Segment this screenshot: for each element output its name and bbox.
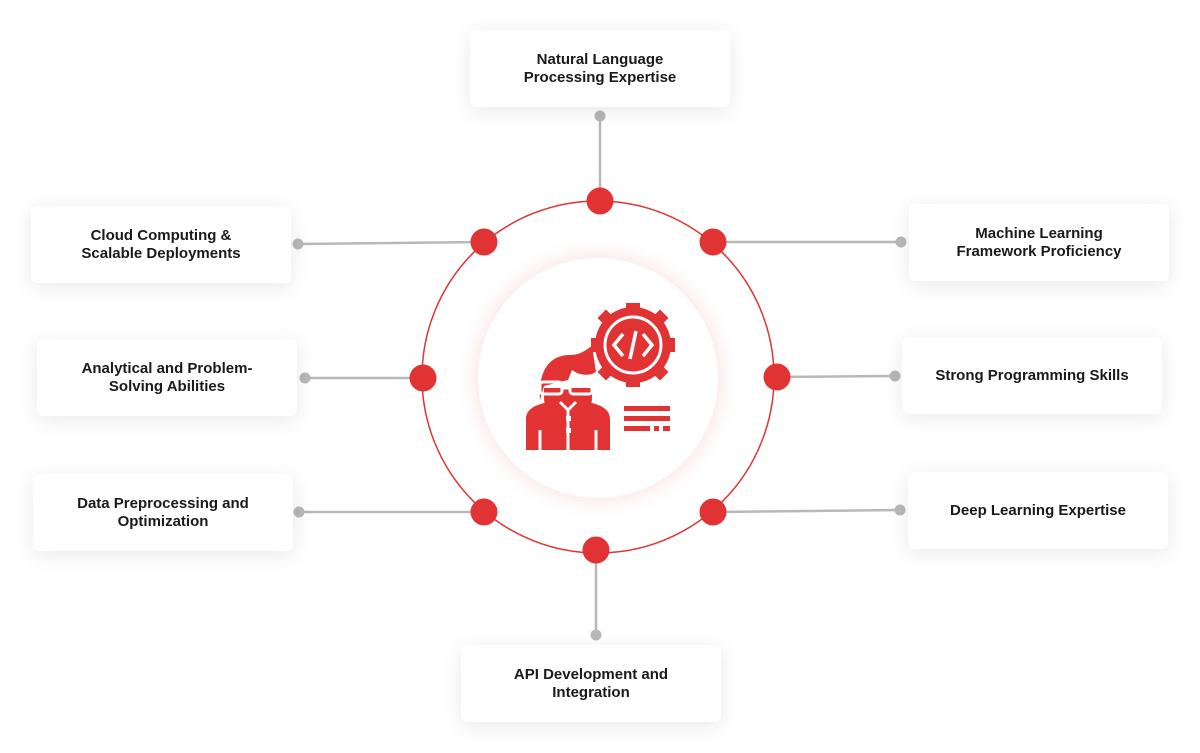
connector-programming (776, 374, 896, 379)
skill-card-ml: Machine Learning Framework Proficiency (909, 204, 1169, 281)
endpoint-dot (293, 506, 305, 518)
endpoint-dot (594, 110, 606, 122)
skill-card-analytical: Analytical and Problem-Solving Abilities (37, 339, 297, 416)
ring-node (763, 363, 791, 391)
skill-card-deep-learning: Deep Learning Expertise (908, 472, 1168, 549)
skill-card-api: API Development and Integration (461, 645, 721, 722)
ring-node (470, 228, 498, 256)
ring-node (470, 498, 498, 526)
endpoint-dot (889, 370, 901, 382)
ring-node (699, 498, 727, 526)
developer-with-code-gear-icon (526, 303, 675, 450)
endpoint-dot (299, 372, 311, 384)
center-circle (478, 258, 718, 498)
skill-label: API Development and Integration (513, 665, 669, 701)
ring-node (586, 187, 614, 215)
skill-card-data: Data Preprocessing and Optimization (33, 474, 293, 551)
connector-deep-learning (712, 508, 901, 514)
endpoint-dot (895, 236, 907, 248)
skill-label: Analytical and Problem-Solving Abilities (81, 359, 253, 395)
skill-label: Cloud Computing & Scalable Deployments (81, 226, 241, 262)
skill-card-nlp: Natural Language Processing Expertise (470, 30, 730, 107)
skill-card-programming: Strong Programming Skills (902, 337, 1162, 414)
skill-label: Deep Learning Expertise (950, 501, 1126, 519)
skill-label: Natural Language Processing Expertise (523, 50, 677, 86)
skill-card-cloud: Cloud Computing & Scalable Deployments (31, 206, 291, 283)
skill-label: Data Preprocessing and Optimization (77, 494, 249, 530)
ring-node (582, 536, 610, 564)
connector-cloud (297, 240, 485, 246)
endpoint-dot (590, 629, 602, 641)
endpoint-dot (894, 504, 906, 516)
skill-label: Machine Learning Framework Proficiency (956, 224, 1122, 260)
skill-label: Strong Programming Skills (935, 366, 1129, 384)
ring-node (699, 228, 727, 256)
endpoint-dot (292, 238, 304, 250)
ring-node (409, 364, 437, 392)
